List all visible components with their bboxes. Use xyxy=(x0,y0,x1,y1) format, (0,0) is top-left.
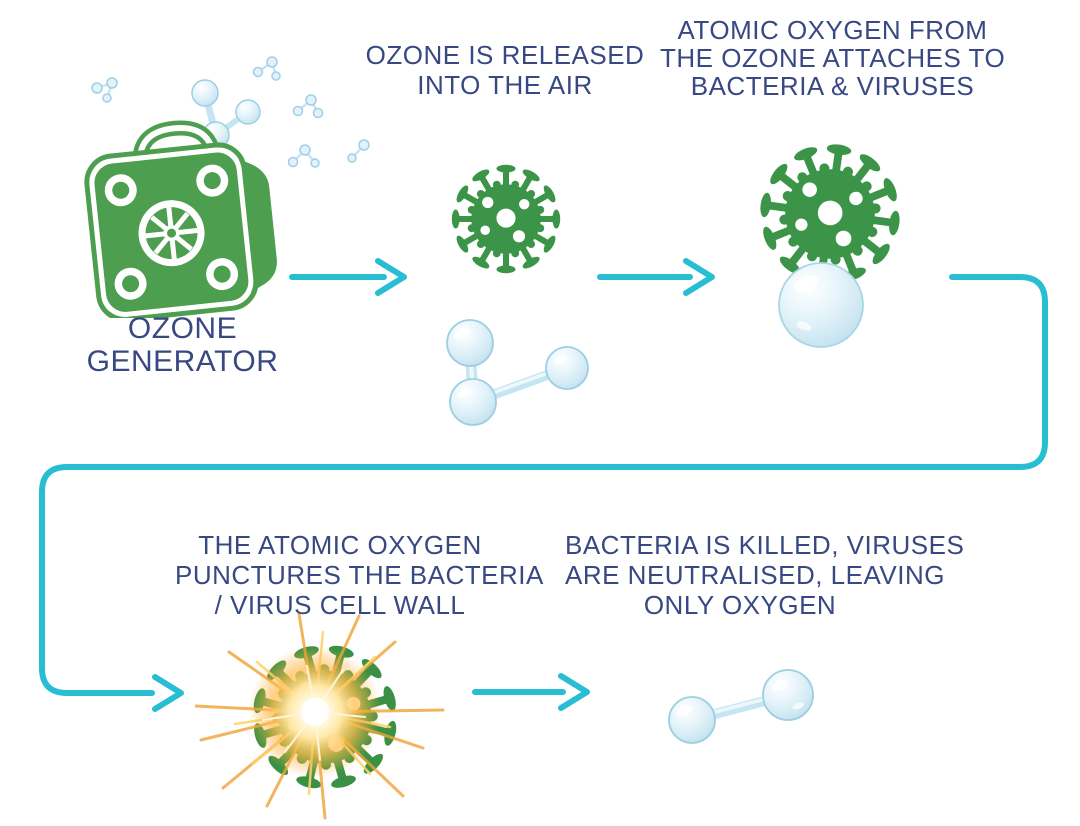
flow-arrow-icon xyxy=(597,258,715,296)
label-bacteria-killed: BACTERIA IS KILLED, VIRUSES ARE NEUTRALI… xyxy=(565,530,965,620)
label-line: THE ATOMIC OXYGEN xyxy=(198,530,482,560)
label-line: ATOMIC OXYGEN FROM xyxy=(677,15,988,45)
label-ozone-released: OZONE IS RELEASED INTO THE AIR xyxy=(340,40,670,100)
ozone-generator-icon xyxy=(84,120,281,318)
oxygen-bubble-icon xyxy=(778,262,864,348)
label-atomic-oxygen-attaches: ATOMIC OXYGEN FROM THE OZONE ATTACHES TO… xyxy=(660,16,1005,100)
label-line: / VIRUS CELL WALL xyxy=(214,590,466,620)
corner-bolt-icon xyxy=(104,164,239,300)
label-punctures-cell-wall: THE ATOMIC OXYGEN PUNCTURES THE BACTERIA… xyxy=(175,530,544,620)
label-line: ARE NEUTRALISED, LEAVING xyxy=(565,560,945,590)
label-line: INTO THE AIR xyxy=(417,70,593,100)
virus-with-oxygen-icon xyxy=(752,136,912,348)
label-line: ONLY OXYGEN xyxy=(643,590,837,620)
label-line: BACTERIA & VIRUSES xyxy=(690,71,975,101)
label-line: GENERATOR xyxy=(86,345,279,378)
label-line: THE OZONE ATTACHES TO xyxy=(660,43,1006,73)
label-line: OZONE IS RELEASED xyxy=(365,40,645,70)
flow-arrow-icon xyxy=(472,673,590,711)
label-line: OZONE xyxy=(127,312,238,345)
ozone-particles-icon xyxy=(91,56,370,168)
flow-arrow-icon xyxy=(289,258,407,296)
label-line: BACTERIA IS KILLED, VIRUSES xyxy=(565,530,965,560)
explosion-burst-icon xyxy=(195,612,445,820)
fan-icon xyxy=(138,200,205,267)
label-line: PUNCTURES THE BACTERIA xyxy=(175,560,544,590)
oxygen-molecule-icon xyxy=(668,669,814,744)
virus-icon xyxy=(447,160,565,278)
exploding-virus-icon xyxy=(195,612,445,820)
flow-arrow-wrap-icon xyxy=(39,274,1048,712)
ozone-molecule-icon xyxy=(446,319,589,426)
label-ozone-generator: OZONE GENERATOR xyxy=(60,312,305,378)
